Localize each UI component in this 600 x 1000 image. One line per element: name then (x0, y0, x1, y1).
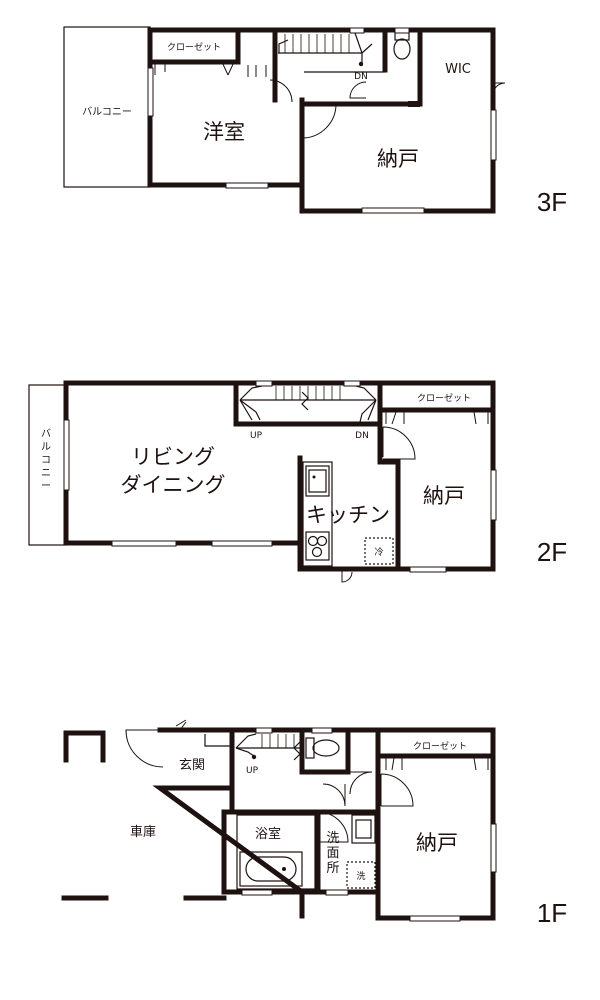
sink (305, 465, 330, 497)
storage-label-3f: 納戸 (377, 147, 419, 171)
window-3f-east (490, 109, 497, 161)
stair-up-label-2f: UP (250, 431, 263, 441)
window-2f-balcony (63, 419, 70, 491)
window-1f-east (490, 823, 497, 873)
staircase-2f (239, 385, 377, 427)
closet-label-2f: クローゼット (417, 392, 471, 404)
balcony-label-2f: バ ル コ ニ ー (41, 428, 51, 492)
window-3f-stair (349, 27, 365, 34)
window-3f-balcony (147, 67, 154, 117)
wall-stair-well-2f (233, 380, 383, 427)
washroom-label-1f: 洗 面 所 (326, 831, 339, 876)
western-room-label-3f: 洋室 (203, 120, 245, 144)
closet-doors-3f (154, 61, 235, 76)
window-3f-toilet (394, 27, 410, 34)
room-door-3f (247, 65, 267, 77)
washer-label-1f: 洗 (356, 870, 365, 882)
svg-text:ニ: ニ (41, 468, 51, 479)
hall-door-3f (349, 81, 367, 99)
toilet-1f (305, 737, 340, 759)
closet-doors-1f (385, 757, 489, 771)
window-2f-east (490, 469, 497, 521)
toilet-3f (393, 31, 411, 60)
floor-2f: バ ル コ ニ ー UP DN クローゼット (28, 380, 567, 583)
balcony-2f (28, 384, 67, 546)
entrance-vent-1f (175, 719, 187, 731)
bath-door-1f (317, 811, 349, 843)
window-1f-stair (255, 727, 273, 734)
storage-door-2f (382, 426, 416, 460)
stair-dn-label-3f: DN (354, 72, 368, 82)
living-label-line1-2f: リビング (131, 445, 215, 469)
window-2f-storage (409, 566, 447, 573)
window-1f-wash (325, 889, 349, 896)
svg-text:所: 所 (326, 861, 339, 876)
entrance-step-1f (204, 734, 232, 747)
fridge-label-2f: 冷 (374, 546, 383, 558)
exterior-door-3f (492, 82, 506, 96)
window-3f-south (225, 182, 269, 189)
window-1f-storage-south (409, 915, 461, 922)
window-1f-bath (241, 889, 273, 896)
stair-dn-label-2f: DN (355, 431, 369, 441)
window-2f-south1 (111, 540, 177, 547)
entrance-door-1f (125, 729, 164, 768)
living-label-line2-2f: ダイニング (121, 473, 226, 497)
svg-text:洗: 洗 (326, 831, 339, 846)
kitchen-exterior-door-2f (341, 571, 353, 583)
window-2f-stair1 (255, 380, 273, 387)
storage-door-1f (380, 773, 414, 807)
wall-storage-left-2f (377, 407, 401, 572)
bathroom-label-1f: 浴室 (255, 826, 281, 842)
kitchen-label-2f: キッチン (306, 503, 390, 527)
svg-text:ル: ル (41, 442, 51, 453)
wic-door-jamb-3f (408, 101, 420, 107)
stair-up-label-1f: UP (246, 766, 259, 776)
washer-space-1f (346, 861, 376, 889)
closet-doors-2f (385, 411, 489, 425)
window-2f-stair2 (343, 380, 361, 387)
staircase-3f (278, 32, 385, 73)
toilet-door-1f (349, 771, 373, 795)
kitchen-counter-2f (302, 461, 333, 567)
svg-text:コ: コ (41, 455, 51, 466)
floor-1f: 車庫 玄関 UP (61, 719, 567, 928)
garage-label-1f: 車庫 (130, 825, 156, 840)
window-3f-storage (361, 207, 425, 214)
closet-label-1f: クローゼット (413, 740, 467, 752)
floor-label-1f: 1F (537, 898, 567, 928)
floor-label-3f: 3F (537, 187, 567, 217)
washroom-fixtures-1f (346, 814, 376, 889)
fridge-space-2f (364, 537, 394, 565)
floor-3f: バルコニー DN クローゼット (63, 26, 567, 217)
svg-text:ー: ー (41, 481, 51, 492)
bathroom-fixtures-1f (236, 814, 316, 890)
storage-label-2f: 納戸 (423, 484, 465, 508)
balcony-3f (63, 26, 151, 188)
svg-text:面: 面 (326, 846, 339, 861)
hall-door-1f (322, 783, 346, 807)
hall-door2-3f (269, 79, 293, 103)
storage-label-1f: 納戸 (416, 831, 458, 855)
svg-text:バ: バ (41, 428, 51, 440)
staircase-1f (235, 733, 301, 761)
wall-toilet-1f (299, 727, 351, 775)
window-2f-south2 (211, 540, 273, 547)
window-1f-toilet (311, 727, 333, 734)
wic-label-3f: WIC (445, 62, 471, 77)
entrance-label-1f: 玄関 (179, 758, 205, 773)
garage-post-top (63, 730, 106, 763)
cooktop (305, 531, 330, 561)
exterior-walls-3f (147, 27, 496, 214)
floor-label-2f: 2F (537, 537, 567, 567)
closet-label-3f: クローゼット (167, 41, 221, 53)
storage-door-3f (301, 103, 337, 139)
balcony-label-3f: バルコニー (82, 106, 132, 118)
